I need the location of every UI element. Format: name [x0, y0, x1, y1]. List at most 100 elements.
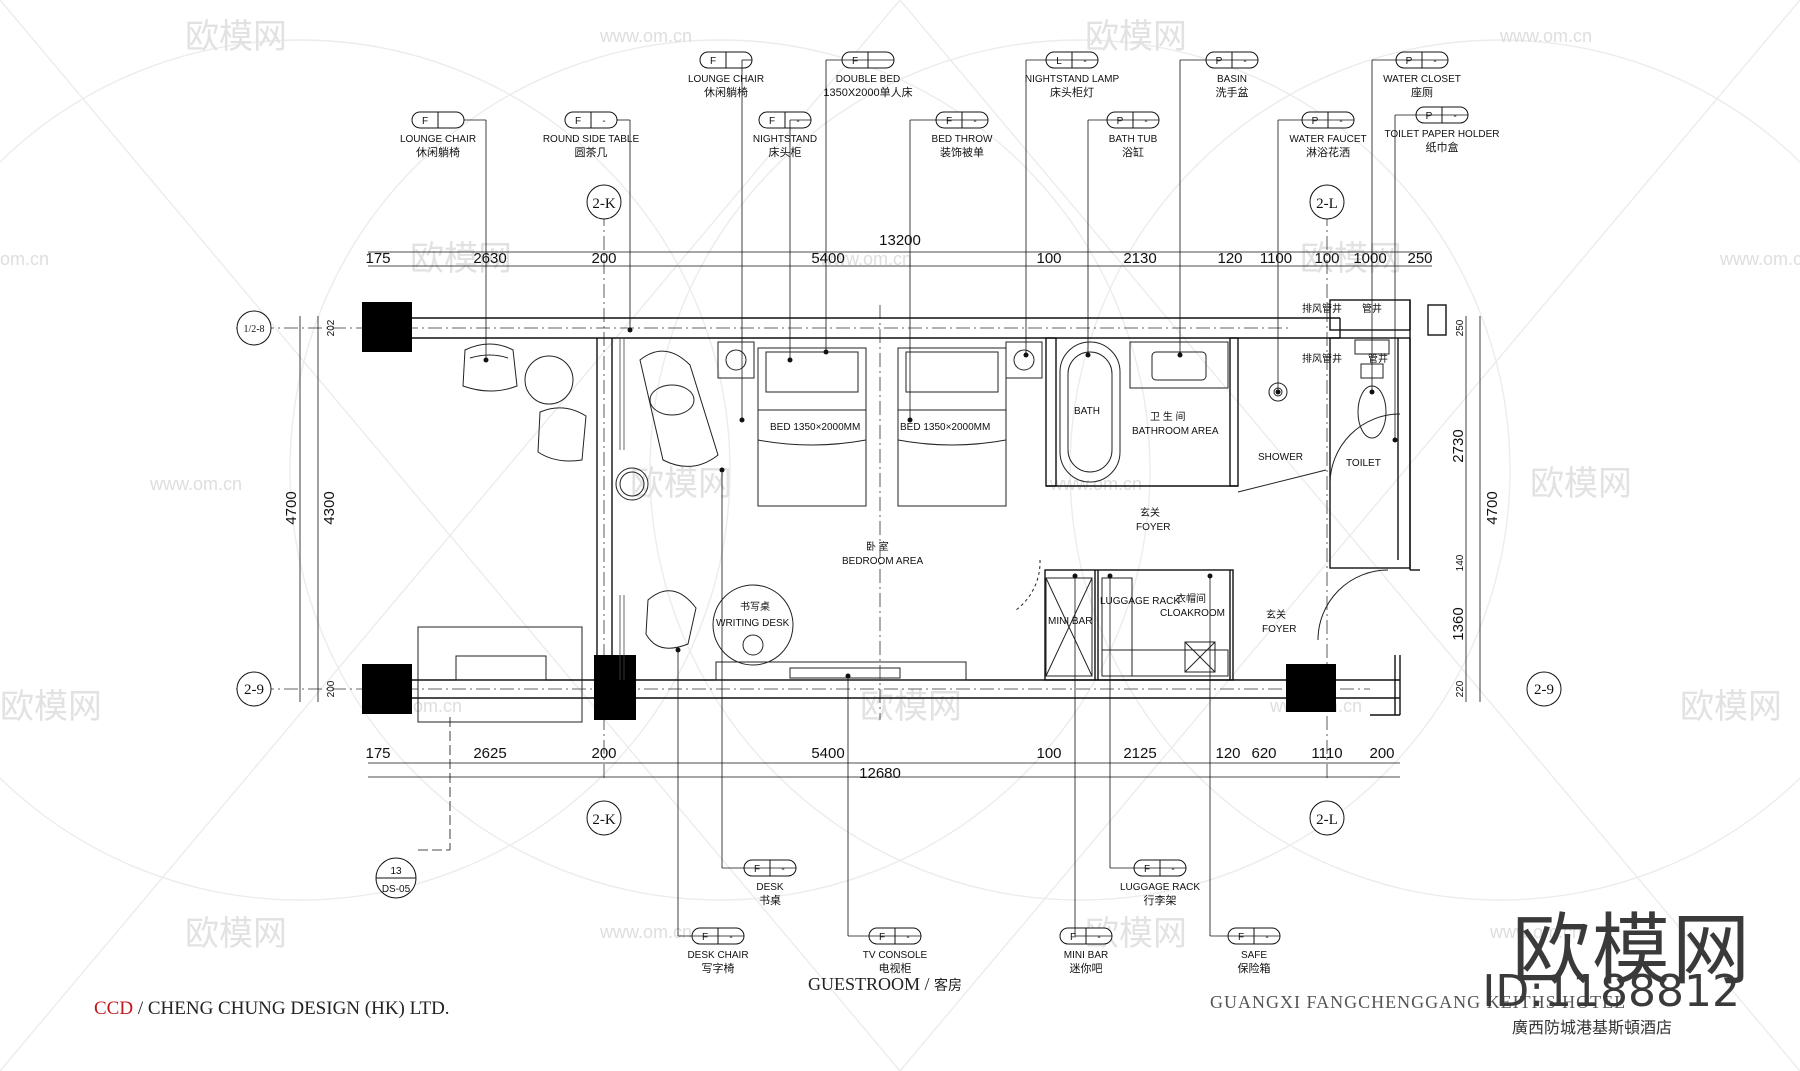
watermark-logo: 欧模网 — [1300, 239, 1402, 279]
luggage-rack — [1101, 577, 1229, 677]
grid-bubble-col-k-top: 2-K — [586, 184, 622, 220]
foyer2-label-en: FOYER — [1262, 624, 1296, 635]
callout-code: P — [1312, 116, 1319, 127]
svg-text:2-K: 2-K — [592, 196, 615, 212]
callout-zh: 座厕 — [1411, 85, 1433, 99]
callout-code: F — [769, 116, 775, 127]
company-abbr: CCD — [94, 998, 134, 1019]
project-name-zh: 廣西防城港基斯頓酒店 — [1512, 1020, 1673, 1037]
svg-text:4300: 4300 — [321, 491, 338, 524]
watermark-logo: 欧模网 — [1085, 17, 1187, 57]
callout-en: DESK — [756, 882, 784, 893]
desk-label-en: WRITING DESK — [716, 618, 790, 629]
callout-en: WATER FAUCET — [1289, 134, 1366, 145]
callout-sub: - — [1265, 932, 1268, 943]
svg-text:100: 100 — [1036, 250, 1061, 267]
desk-chair — [645, 590, 697, 649]
callout-sub: - — [1453, 111, 1456, 122]
svg-text:140: 140 — [1455, 554, 1466, 571]
bathroom-label-zh: 卫 生 间 — [1150, 410, 1186, 423]
section-ref-bubble: 13 DS-05 — [375, 717, 451, 899]
watermark-logo: 欧模网 — [185, 914, 287, 954]
svg-text:120: 120 — [1217, 250, 1242, 267]
toilet-door — [1329, 413, 1401, 485]
callout-zh: 保险箱 — [1238, 961, 1271, 975]
callout-zh: 迷你吧 — [1070, 962, 1103, 975]
project-name-en: GUANGXI FANGCHENGGANG KEITHS HOTEL — [1210, 992, 1627, 1012]
callout-sub: - — [1171, 864, 1174, 875]
luggage-label: LUGGAGE RACK — [1100, 596, 1180, 607]
svg-text:250: 250 — [1407, 250, 1432, 267]
svg-text:2-L: 2-L — [1316, 812, 1338, 828]
watermark-url: om.cn — [0, 249, 49, 269]
svg-text:2730: 2730 — [1450, 429, 1467, 462]
callout-sub: - — [1243, 56, 1246, 67]
svg-text:200: 200 — [326, 680, 337, 697]
callout-en: BASIN — [1217, 74, 1247, 85]
furniture — [417, 339, 1401, 723]
callout-sub: - — [796, 116, 799, 127]
room-labels: BED 1350×2000MM BED 1350×2000MM BATH 卫 生… — [716, 302, 1388, 635]
lounge-chair — [462, 343, 518, 392]
dimension-lines — [299, 251, 1481, 778]
svg-text:2630: 2630 — [473, 250, 506, 267]
svg-text:1110: 1110 — [1311, 745, 1342, 762]
callout-code: F — [1238, 932, 1244, 943]
watermark-url: www.om.cn — [1499, 26, 1592, 46]
watermark-url: www.om.cn — [1049, 474, 1142, 494]
bedroom-label-zh: 卧 室 — [866, 540, 889, 553]
grid-bubble-col-l-bottom: 2-L — [1309, 800, 1345, 836]
callout-sub: - — [973, 116, 976, 127]
section-ref-num: 13 — [390, 866, 402, 877]
shower-head — [1237, 382, 1327, 493]
lamp — [742, 634, 764, 656]
safe — [1184, 641, 1216, 673]
callout-code: P — [1117, 116, 1124, 127]
svg-text:220: 220 — [1455, 680, 1466, 697]
callout-zh: 休闲躺椅 — [416, 145, 460, 159]
callout-en: WATER CLOSET — [1383, 74, 1461, 85]
bath-tub — [1059, 341, 1121, 483]
callout-code: F — [879, 932, 885, 943]
watermark-logo: 欧模网 — [860, 687, 962, 727]
watermark-url: www.om.cn — [1489, 922, 1582, 942]
toilet-label: TOILET — [1346, 458, 1381, 469]
callout-code: P — [1406, 56, 1413, 67]
cloakroom-label-en: CLOAKROOM — [1160, 608, 1225, 619]
callout-sub: - — [1083, 56, 1086, 67]
lounge-chair — [537, 407, 587, 462]
callout-zh: 淋浴花洒 — [1306, 146, 1350, 159]
basin — [1129, 341, 1229, 389]
watermark-logo: 欧模网 — [410, 239, 512, 279]
svg-text:2125: 2125 — [1123, 745, 1156, 762]
callout-zh: 床头柜灯 — [1050, 85, 1094, 99]
bathroom-label-en: BATHROOM AREA — [1132, 426, 1219, 437]
svg-text:2-L: 2-L — [1316, 196, 1338, 212]
svg-text:5400: 5400 — [811, 250, 844, 267]
dim-top-total: 13200 — [879, 232, 921, 249]
callout-zh: 浴缸 — [1122, 145, 1144, 159]
svg-text:120: 120 — [1215, 745, 1240, 762]
callout-code: L — [1056, 56, 1062, 67]
callout-en: MINI BAR — [1064, 950, 1108, 961]
section-ref-sheet: DS-05 — [382, 884, 411, 895]
callout-code: F — [946, 116, 952, 127]
lounge-chair-recliner — [615, 350, 719, 501]
svg-text:1000: 1000 — [1353, 250, 1386, 267]
grid-bubble-row-top: 1/2-8 — [236, 310, 272, 346]
callout-sub: - — [1433, 56, 1436, 67]
bathroom-door — [1015, 559, 1041, 611]
svg-text:200: 200 — [591, 745, 616, 762]
callout-en: BATH TUB — [1109, 134, 1158, 145]
callout-en: BED THROW — [932, 134, 993, 145]
company-credit: CCD / CHENG CHUNG DESIGN (HK) LTD. — [94, 998, 450, 1019]
dim-bottom-total: 12680 — [859, 765, 901, 782]
